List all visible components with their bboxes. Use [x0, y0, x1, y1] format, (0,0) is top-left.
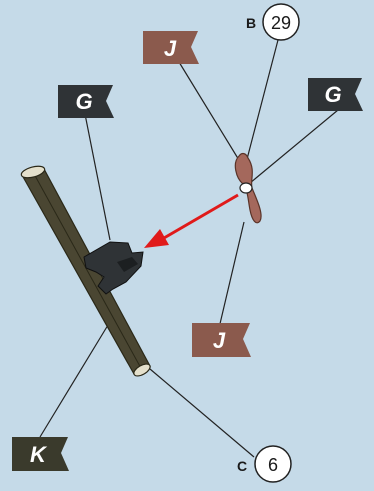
- flag-g-left: G: [58, 85, 114, 118]
- marker-b-number: 29: [271, 13, 291, 33]
- marker-b-side-label: B: [246, 15, 256, 31]
- flag-g-right: G: [308, 78, 363, 111]
- flag-g-left-letter: G: [75, 89, 92, 114]
- flag-j-bottom: J: [192, 323, 251, 357]
- flag-j-bottom-letter: J: [213, 328, 226, 353]
- flag-k: K: [12, 437, 69, 471]
- marker-c-number: 6: [268, 455, 278, 475]
- flag-j-top: J: [143, 31, 199, 64]
- marker-c-side-label: C: [237, 458, 247, 474]
- flag-g-right-letter: G: [324, 82, 341, 107]
- flag-k-letter: K: [30, 442, 48, 467]
- flag-j-top-letter: J: [164, 36, 177, 61]
